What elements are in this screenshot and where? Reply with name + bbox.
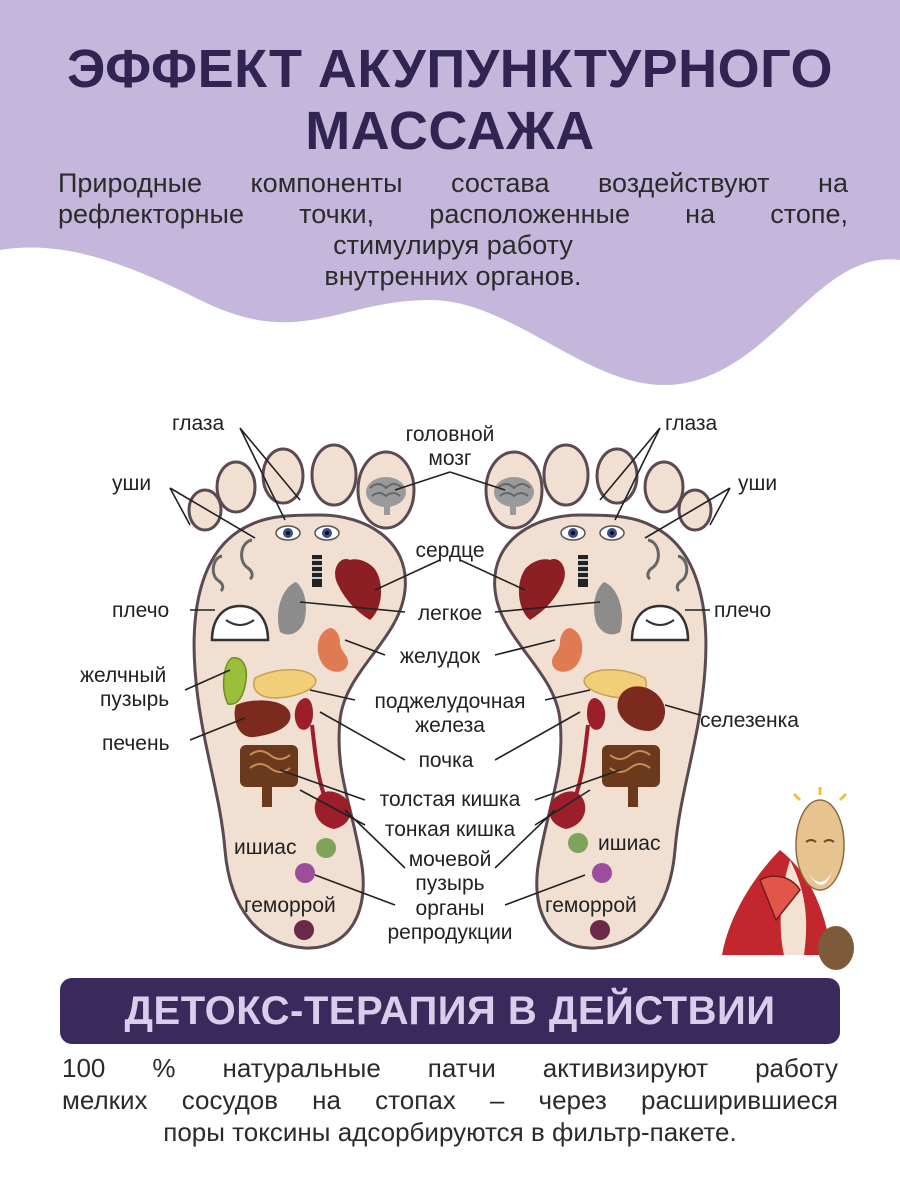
detox-banner: ДЕТОКС-ТЕРАПИЯ В ДЕЙСТВИИ <box>60 978 840 1044</box>
label-kidney: почка <box>419 749 474 772</box>
left-reproductive-point <box>295 863 315 883</box>
right-spine-icon <box>578 555 588 587</box>
right-toe-5 <box>677 488 713 532</box>
leader-lines <box>169 427 731 906</box>
left-sciatica-point <box>316 838 336 858</box>
label-stomach: желудок <box>400 645 481 668</box>
left-intestine-icon <box>240 745 298 807</box>
left-pancreas-icon <box>253 669 317 699</box>
label-hemorrhoids-left: геморрой <box>244 894 336 917</box>
label-pancreas-line2: железа <box>415 714 485 737</box>
label-sciatica-left: ишиас <box>234 836 297 859</box>
foot-reflexology-diagram: глаза глаза головной мозг уши уши сердце… <box>80 412 854 970</box>
label-heart: сердце <box>415 539 484 562</box>
intro-line-1: Природные компоненты состава воздействую… <box>58 168 848 198</box>
right-reproductive-point <box>592 863 612 883</box>
left-toe-4 <box>215 460 257 514</box>
left-ear-icon-1 <box>240 538 254 581</box>
label-shoulder-left: плечо <box>112 599 169 622</box>
right-toe-4 <box>643 460 685 514</box>
label-sciatica-right: ишиас <box>598 832 661 855</box>
left-liver-icon <box>234 700 291 738</box>
left-heart-icon <box>335 559 382 620</box>
label-colon: толстая кишка <box>380 788 521 811</box>
label-bladder-line2: пузырь <box>415 872 484 895</box>
label-spleen: селезенка <box>700 709 799 732</box>
label-small-intestine: тонкая кишка <box>385 818 516 841</box>
label-shoulder-right: плечо <box>714 599 771 622</box>
right-kidney-icon <box>587 698 606 730</box>
label-eyes-right: глаза <box>665 412 718 435</box>
right-bladder-icon <box>549 791 586 829</box>
right-intestine-icon <box>602 745 660 807</box>
left-gallbladder-icon <box>222 657 248 705</box>
label-ears-right: уши <box>738 472 777 495</box>
page-title: ЭФФЕКТ АКУПУНКТУРНОГО МАССАЖА <box>0 38 900 162</box>
footer-line-1: 100 % натуральные патчи активизируют раб… <box>62 1053 838 1083</box>
left-ear-icon-2 <box>211 554 225 593</box>
right-shoulder-icon <box>630 604 690 642</box>
right-lung-icon <box>594 582 623 635</box>
label-gallbladder-line2: пузырь <box>100 688 169 711</box>
label-brain-line1: головной <box>406 423 495 446</box>
intro-line-2: рефлекторные точки, расположенные на сто… <box>58 199 848 229</box>
label-reproductive-line2: репродукции <box>387 921 512 944</box>
right-brain-icon <box>494 477 534 515</box>
intro-line-4: внутренних органов. <box>324 261 582 291</box>
left-brain-icon <box>366 477 406 515</box>
title-line-1: ЭФФЕКТ АКУПУНКТУРНОГО <box>66 39 834 99</box>
title-line-2: МАССАЖА <box>305 101 595 161</box>
label-eyes-left: глаза <box>172 412 225 435</box>
footer-text: 100 % натуральные патчи активизируют раб… <box>62 1052 838 1148</box>
label-brain-line2: мозг <box>428 447 472 470</box>
sage-illustration <box>722 787 854 970</box>
label-liver: печень <box>102 732 170 755</box>
right-toe-3 <box>595 447 639 505</box>
right-stomach-icon <box>552 628 583 672</box>
label-ears-left: уши <box>112 472 151 495</box>
right-spleen-icon <box>617 686 666 731</box>
footer-line-3: поры токсины адсорбируются в фильтр-паке… <box>163 1117 737 1147</box>
left-foot <box>187 443 416 950</box>
label-bladder-line1: мочевой <box>409 848 492 871</box>
right-heart-icon <box>518 559 565 620</box>
left-bladder-icon <box>314 791 351 829</box>
right-hemorrhoids-point <box>590 920 610 940</box>
intro-line-3: стимулируя работу <box>333 230 573 260</box>
left-toe-3 <box>261 447 305 505</box>
left-shoulder-icon <box>210 604 270 642</box>
label-lung: легкое <box>418 602 482 625</box>
label-reproductive-line1: органы <box>416 897 485 920</box>
label-gallbladder-line1: желчный <box>80 664 166 687</box>
left-lung-icon <box>277 582 306 635</box>
left-hemorrhoids-point <box>294 920 314 940</box>
left-spine-icon <box>312 555 322 587</box>
diagram-labels: глаза глаза головной мозг уши уши сердце… <box>80 412 799 944</box>
left-toe-5 <box>187 488 223 532</box>
footer-line-2: мелких сосудов на стопах – через расшири… <box>62 1085 838 1115</box>
header-background-wave <box>0 0 900 386</box>
left-toe-2 <box>310 443 358 507</box>
label-pancreas-line1: поджелудочная <box>375 690 526 713</box>
intro-text: Природные компоненты состава воздействую… <box>58 168 848 292</box>
left-stomach-icon <box>317 628 348 672</box>
right-foot <box>484 443 713 950</box>
right-sciatica-point <box>568 833 588 853</box>
left-kidney-icon <box>294 698 313 730</box>
label-hemorrhoids-right: геморрой <box>545 894 637 917</box>
right-toe-2 <box>542 443 590 507</box>
right-ear-icon-1 <box>646 538 660 581</box>
right-ear-icon-2 <box>675 554 689 593</box>
